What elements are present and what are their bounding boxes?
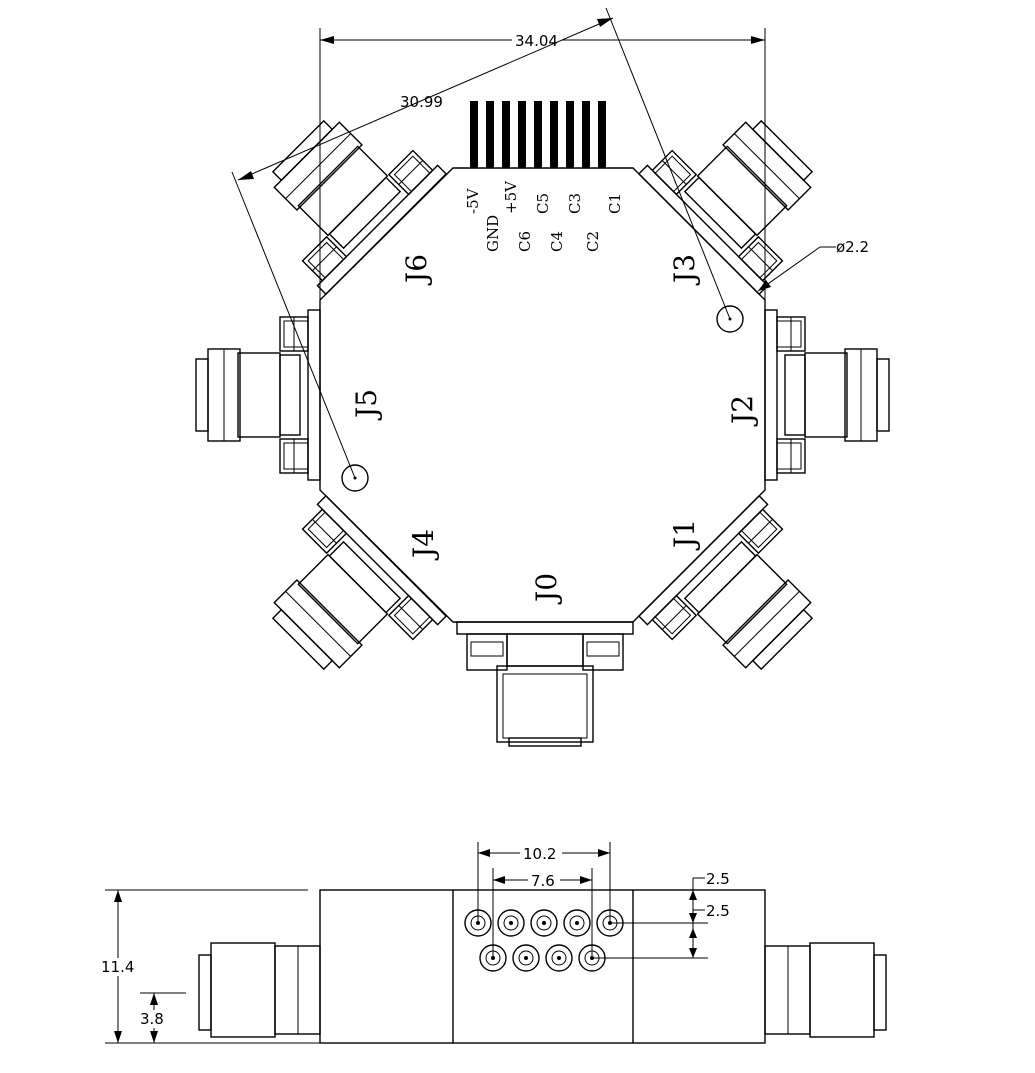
dimension-width-overall: 34.04 — [319, 28, 766, 300]
pin-label-plus5v: +5V — [502, 180, 520, 214]
pin-labels: -5V GND +5V C6 C5 C4 C3 C2 C1 — [464, 180, 624, 252]
pin-label-c3: C3 — [566, 193, 584, 214]
connector-j2 — [764, 309, 890, 481]
port-label-j2: J2 — [726, 395, 759, 427]
port-label-j6: J6 — [400, 254, 433, 286]
dimension-label-30-99: 30.99 — [400, 93, 443, 111]
dimension-label-hole: ø2.2 — [836, 238, 869, 256]
housing-outline — [319, 167, 766, 623]
dimension-height-total: 11.4 — [100, 889, 320, 1044]
port-labels: J0 J1 J2 J3 J4 J5 J6 — [350, 254, 759, 605]
port-label-j0: J0 — [530, 573, 563, 605]
pin-label-c6: C6 — [516, 231, 534, 252]
dimension-label-7-6: 7.6 — [531, 872, 555, 890]
side-view: 10.2 7.6 2.5 2.5 — [100, 842, 887, 1044]
side-pins — [464, 909, 624, 972]
pin-label-gnd: GND — [484, 215, 502, 252]
dimension-label-pitch-top: 2.5 — [706, 870, 730, 888]
dimension-label-10-2: 10.2 — [523, 845, 556, 863]
dimension-pin-span-inner: 7.6 — [492, 868, 593, 958]
dimension-label-3-8: 3.8 — [140, 1010, 164, 1028]
connector-j4 — [237, 495, 447, 705]
port-label-j3: J3 — [668, 254, 701, 286]
port-label-j1: J1 — [668, 519, 701, 551]
pin-label-c5: C5 — [534, 193, 552, 214]
dimension-label-34: 34.04 — [515, 32, 558, 50]
dimension-label-11-4: 11.4 — [101, 958, 134, 976]
pin-label-c4: C4 — [548, 231, 566, 252]
connector-j5 — [195, 309, 321, 481]
mounting-hole-left — [341, 464, 369, 492]
pin-label-c1: C1 — [606, 193, 624, 214]
port-label-j4: J4 — [407, 529, 440, 561]
dimension-pin-span-outer: 10.2 — [477, 842, 611, 923]
side-connector-right — [764, 942, 887, 1038]
side-body — [319, 889, 766, 1044]
dimension-diagonal: 30.99 — [231, 7, 731, 479]
port-label-j5: J5 — [350, 389, 383, 421]
dimension-connector-height: 3.8 — [138, 992, 186, 1043]
connector-j0 — [456, 621, 634, 747]
dc-connector-pins — [470, 101, 606, 168]
side-connector-left — [198, 942, 321, 1038]
dimension-label-pitch-row: 2.5 — [706, 902, 730, 920]
pin-label-minus5v: -5V — [464, 187, 482, 214]
dimension-hole-diameter: ø2.2 — [757, 238, 869, 292]
mounting-hole-right — [716, 305, 744, 333]
dimension-pin-pitch: 2.5 2.5 — [592, 870, 730, 959]
pin-label-c2: C2 — [584, 231, 602, 252]
